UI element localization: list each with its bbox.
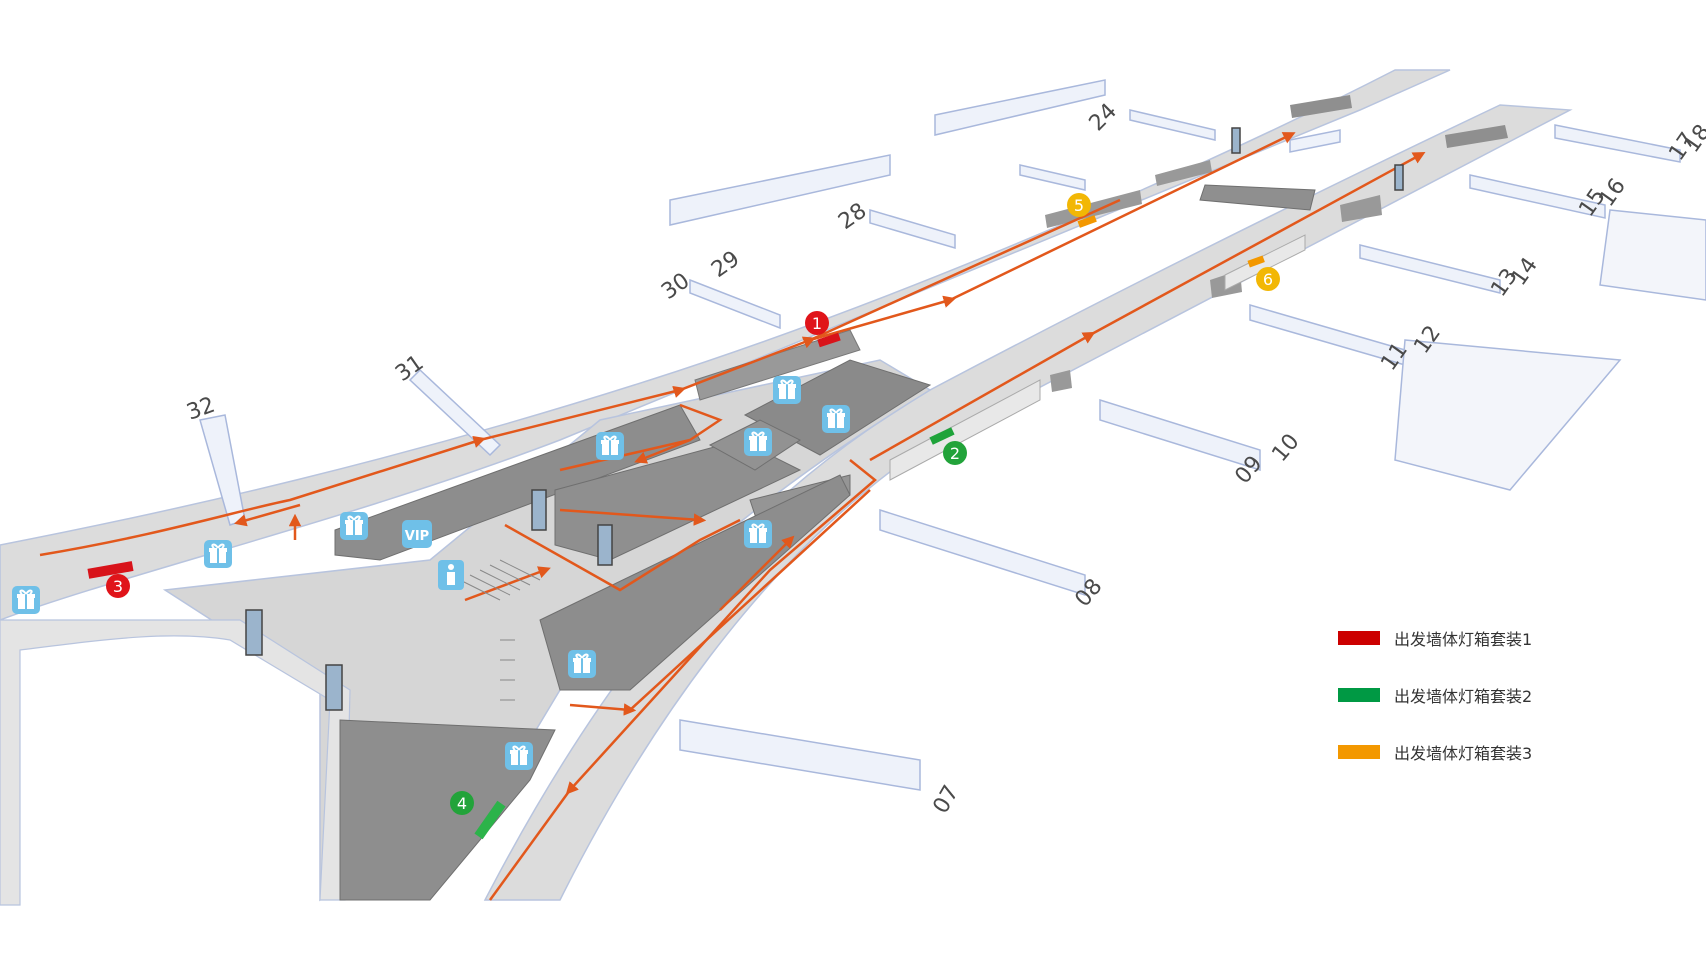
gift-icon <box>568 650 596 678</box>
svg-text:3: 3 <box>113 577 123 596</box>
marker-3: 3 <box>106 574 130 598</box>
svg-text:4: 4 <box>457 794 467 813</box>
lightbox-4 <box>474 800 506 840</box>
svg-text:1: 1 <box>812 314 822 333</box>
legend-swatch <box>1338 631 1380 645</box>
svg-text:6: 6 <box>1263 270 1273 289</box>
legend-item-2: 出发墙体灯箱套装2 <box>1338 683 1532 707</box>
gift-icon <box>744 520 772 548</box>
marker-4: 4 <box>450 791 474 815</box>
elevator-towers <box>245 127 1404 711</box>
legend: 出发墙体灯箱套装1 出发墙体灯箱套装2 出发墙体灯箱套装3 <box>1338 626 1532 797</box>
gate-label-29: 29 <box>707 246 744 283</box>
marker-5: 5 <box>1067 193 1091 217</box>
lower-retail-block <box>539 474 851 691</box>
lightbox-3 <box>87 561 134 579</box>
marker-1: 1 <box>805 311 829 335</box>
lightbox-2 <box>929 427 955 445</box>
numbered-markers: 1 2 3 4 5 6 <box>106 193 1280 815</box>
gate-label-07: 07 <box>929 781 965 818</box>
svg-text:2: 2 <box>950 444 960 463</box>
legend-swatch <box>1338 688 1380 702</box>
gate-label-28: 28 <box>834 198 871 235</box>
stairs <box>459 559 541 701</box>
gift-icon <box>744 428 772 456</box>
marker-2: 2 <box>943 441 967 465</box>
gift-icon <box>822 405 850 433</box>
vip-icon: VIP <box>402 520 432 548</box>
lightbox-6 <box>1247 255 1265 268</box>
lightbox-1 <box>817 332 841 348</box>
legend-label: 出发墙体灯箱套装1 <box>1394 630 1533 649</box>
lightbox-5 <box>1077 215 1097 228</box>
svg-text:5: 5 <box>1074 196 1084 215</box>
restroom-icon <box>438 560 464 590</box>
passenger-routes <box>39 132 1426 901</box>
legend-label: 出发墙体灯箱套装2 <box>1394 687 1533 706</box>
gift-icon <box>340 512 368 540</box>
gift-icon <box>204 540 232 568</box>
svg-text:VIP: VIP <box>405 529 429 544</box>
gate-label-24: 24 <box>1085 99 1122 136</box>
legend-item-3: 出发墙体灯箱套装3 <box>1338 740 1532 764</box>
legend-swatch <box>1338 745 1380 759</box>
gate-label-10: 10 <box>1267 429 1304 467</box>
marker-6: 6 <box>1256 267 1280 291</box>
gift-icon <box>12 586 40 614</box>
gate-label-30: 30 <box>657 268 694 305</box>
gift-icon <box>505 742 533 770</box>
legend-item-1: 出发墙体灯箱套装1 <box>1338 626 1532 650</box>
gift-icon <box>773 376 801 404</box>
legend-label: 出发墙体灯箱套装3 <box>1394 744 1533 763</box>
gift-icon <box>596 432 624 460</box>
gate-fingers <box>199 79 1706 791</box>
